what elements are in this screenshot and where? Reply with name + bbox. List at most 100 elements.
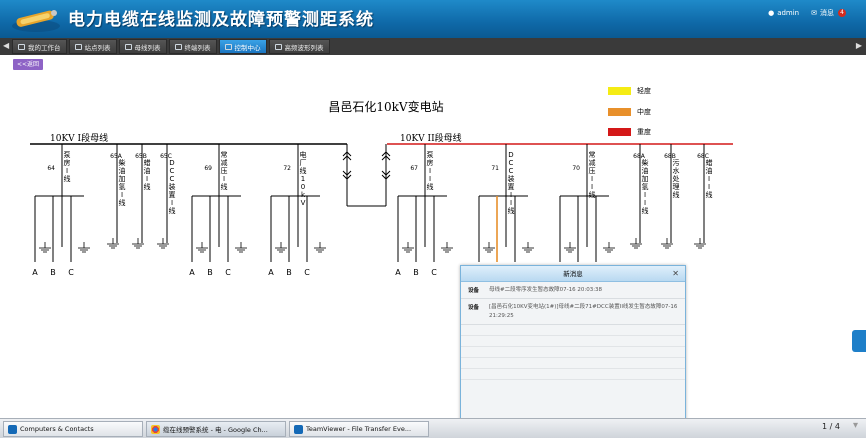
cable-logo-icon [12,10,60,32]
feeder-name-char: 房 [427,158,434,167]
tab-station-list[interactable]: 站点列表 [68,39,117,54]
feeder-name-char: 线 [508,206,515,215]
legend-swatch-severe [608,128,631,136]
user-menu[interactable]: ● admin [768,9,799,17]
feeder-name-char: 置 [169,191,176,199]
feeder-name-char: I [708,175,710,183]
feeder-name-char: 压 [221,167,228,175]
feeder-name-char: 置 [508,183,515,191]
tie-switch-left-icon [342,151,352,180]
tab-hf-waveform-list[interactable]: 高频波形列表 [268,39,330,54]
phase-label: C [225,268,231,277]
username: admin [777,9,800,17]
phase-label: C [431,268,437,277]
tab-terminal-list[interactable]: 终端列表 [168,39,217,54]
feeder-name-char: I [66,167,68,175]
single-line-diagram: 昌邑石化10kV变电站 10KV I段母线 10KV II段母线 64泵房I线A… [30,99,733,277]
feeder-name-char: I [644,191,646,199]
feeder-name-char: 理 [673,183,680,191]
feeder-name-char: I [510,191,512,199]
station-icon [74,43,82,50]
feeder-name-char: I [171,199,173,207]
tab-scroll-right-icon[interactable]: ▶ [855,41,862,50]
feeder-name-char: 氢 [642,182,649,191]
feeder-number: 64 [47,165,55,172]
feeder-name-char: 线 [642,206,649,215]
feeder-name-char: 油 [119,166,126,175]
feeder-name-char: 氢 [119,182,126,191]
feeder-number: 71 [491,165,499,172]
feeder-number: 65C [160,153,172,160]
feeder-name-char: 减 [589,158,596,167]
feeder-name-char: I [591,183,593,191]
feeder-name-char: 0 [301,183,305,191]
taskbar-item-computers-contacts[interactable]: Computers & Contacts [3,421,143,437]
tab-list: 我的工作台 站点列表 母线列表 终端列表 控制中心 高频波形列表 [12,39,330,54]
messages-label: 消息 [820,9,834,17]
taskbar-item-chrome[interactable]: 缆在线预警系统 - 电 - Google Ch... [146,421,286,437]
bus-icon [124,43,132,50]
message-row[interactable]: 设备 [昌邑石化10KV变电站(1#)]母线#二段71#DCC装置II线发生暂态… [461,299,685,325]
waveform-icon [274,43,282,50]
feeder-name-char: 房 [64,158,71,167]
user-icon: ● [768,9,775,17]
feeder-name-char: 加 [642,174,649,183]
feeder-name-char: 水 [673,166,680,175]
phase-label: B [413,268,419,277]
tab-scroll-left-icon[interactable]: ◀ [3,41,10,50]
phase-label: A [32,268,38,277]
feeder-number: 65B [135,153,147,160]
message-row-empty [461,325,685,336]
messages-button[interactable]: ✉ 消息 4 [811,8,846,18]
chevron-down-icon[interactable]: ▾ [852,420,858,431]
legend-swatch-mild [608,87,631,95]
feeder-number: 65A [110,153,123,160]
feeder-name-char: 减 [221,158,228,167]
back-button[interactable]: <<返回 [13,59,44,70]
feeder-number: 68C [697,153,709,160]
tab-control-center[interactable]: 控制中心 [218,39,267,54]
tab-workbench[interactable]: 我的工作台 [12,39,67,54]
feeder-name-char: k [301,191,306,199]
teamviewer-icon [294,424,303,434]
tab-bus-list[interactable]: 母线列表 [118,39,167,54]
taskbar-item-file-transfer[interactable]: TeamViewer - File Transfer Eve... [289,421,429,437]
feeder-name-char: C [509,159,514,167]
feeder-name-char: 线 [144,182,151,191]
feeder-name-char: V [301,199,306,207]
side-chat-icon[interactable] [852,330,866,352]
feeder-70[interactable]: 70常减压II线ABC [557,144,615,277]
feeder-name-char: 蜡 [706,158,713,167]
feeder-name-char: 处 [673,174,680,183]
feeder-name-char: 加 [119,174,126,183]
phase-label: C [304,268,310,277]
feeder-name-char: 线 [427,182,434,191]
feeder-71[interactable]: 71DCC装置II线ABC [476,144,534,277]
feeder-name-char: I [146,175,148,183]
message-row[interactable]: 设备 母线#二段零序发生暂态故障07-16 20:03:38 [461,282,685,299]
feeder-name-char: 常 [221,150,228,159]
tab-bar: ◀ 我的工作台 站点列表 母线列表 终端列表 控制中心 高频波形列表 ▶ [0,38,866,55]
message-row-empty [461,347,685,358]
page-indicator: 1 / 4 [822,422,840,431]
feeder-name-char: 装 [508,174,515,183]
phase-label: C [68,268,74,277]
feeder-name-char: I [429,175,431,183]
bus2-label: 10KV II段母线 [400,132,462,144]
close-icon[interactable]: ✕ [672,269,679,278]
legend-mild: 轻度 [608,86,651,96]
feeder-name-char: C [509,167,514,175]
feeder-name-char: 线 [300,166,307,175]
